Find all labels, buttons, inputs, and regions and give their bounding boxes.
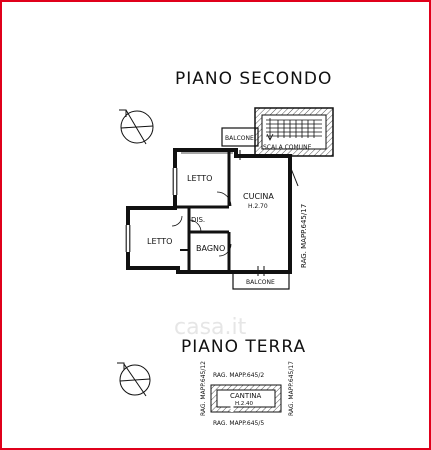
balcony-bottom bbox=[232, 271, 290, 290]
upper-floor-title: PIANO SECONDO bbox=[175, 69, 332, 89]
neighbor-label: RAG. MAPP.645/17 bbox=[300, 204, 308, 268]
stair-label: SCALA COMUNE bbox=[263, 144, 312, 151]
room-label-letto: LETTO bbox=[187, 174, 212, 183]
room-label-cantina: CANTINA bbox=[230, 392, 261, 400]
compass-icon bbox=[117, 362, 151, 397]
neighbor-label: RAG. MAPP.645/17 bbox=[288, 361, 295, 416]
neighbor-label: RAG. MAPP.645/12 bbox=[200, 361, 207, 416]
watermark: casa.it bbox=[174, 315, 247, 340]
room-label-letto: LETTO bbox=[147, 237, 172, 246]
neighbor-label: RAG. MAPP.645/5 bbox=[213, 420, 264, 427]
balcony-label: BALCONE bbox=[225, 135, 254, 142]
room-label-cucina: CUCINA bbox=[243, 192, 274, 201]
outer-wall bbox=[126, 148, 292, 274]
room-height-cantina: H.2.40 bbox=[235, 401, 254, 407]
balcony-top bbox=[221, 127, 259, 147]
upper-floor-plan bbox=[125, 107, 334, 290]
room-label-dis: DIS. bbox=[191, 216, 205, 224]
stair-treads bbox=[266, 118, 322, 141]
neighbor-label: RAG. MAPP.645/2 bbox=[213, 372, 264, 379]
ground-floor-title: PIANO TERRA bbox=[181, 337, 306, 357]
room-height-cucina: H.2.70 bbox=[248, 203, 268, 210]
cantina-plan bbox=[210, 384, 282, 413]
compass-icon bbox=[119, 109, 154, 145]
room-label-bagno: BAGNO bbox=[196, 244, 225, 253]
balcony-label: BALCONE bbox=[246, 279, 275, 286]
